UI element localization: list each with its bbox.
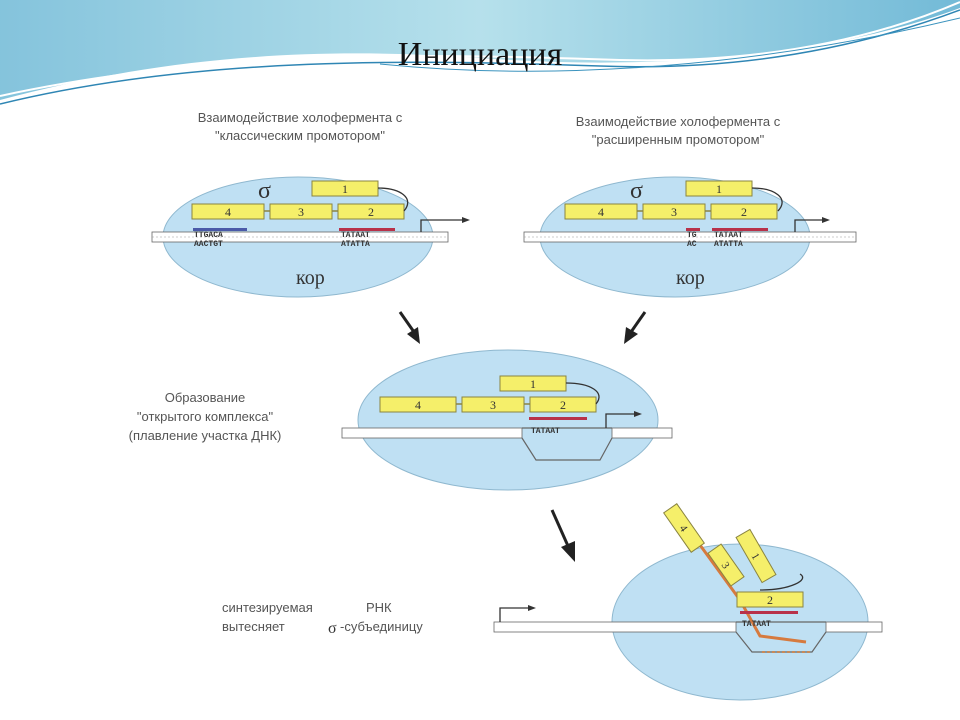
open-dna-melted [341,427,673,461]
extended-domain-3-label: 3 [671,205,677,219]
arrow-open-to-release [550,509,570,547]
open-caption-line2: "открытого комплекса" [137,409,274,424]
classic-minus10-bar [339,228,395,231]
release-domain-2-label: 2 [767,593,773,607]
classic-domain-3-label: 3 [298,205,304,219]
open-domain-2-label: 2 [560,398,566,412]
release-domain-4-label: 4 [677,523,690,535]
extended-ext-bottom: AC [687,240,697,249]
open-linker [565,382,600,405]
extended-linker [751,187,783,212]
release-sigma-symbol: σ [328,620,337,637]
panel-extended-promoter: Взаимодействие холофермента с "расширенн… [523,114,857,298]
release-caption-line1a: синтезируемая [222,600,313,615]
classic-minus35-top: TTGACA [194,231,223,240]
wave-line-1 [0,9,960,105]
panel-sigma-release: синтезируемая РНК вытесняет σ -субъедини… [222,503,883,701]
wave-band [0,0,960,100]
release-dna-melted [493,621,883,653]
arrow-classic-to-open [398,311,416,333]
extended-minus10-bar [712,228,768,231]
extended-domain-4-label: 4 [598,205,604,219]
classic-domain-1-label: 1 [342,182,348,196]
extended-domain-1-label: 1 [716,182,722,196]
release-domain-3: 3 [707,543,745,587]
release-start-arrow [499,607,528,622]
release-domain-1: 1 [735,528,777,584]
extended-caption-line1: Взаимодействие холофермента с [576,114,781,129]
release-caption-line1b: РНК [366,600,392,615]
extended-sigma-symbol: σ [630,178,643,204]
panel-open-complex: Образование "открытого комплекса" (плавл… [129,349,673,491]
arrow-extended-to-open [629,311,647,333]
classic-sigma-symbol: σ [258,178,271,204]
open-domain-3-label: 3 [490,398,496,412]
open-minus10-bar [529,417,587,420]
classic-minus35-bottom: AACTGT [194,240,223,249]
extended-ext-top: TG [687,231,697,240]
classic-minus35-bar [193,228,247,231]
classic-start-arrow [420,219,462,232]
slide-title: Инициация [397,36,563,73]
extended-caption-line2: "расширенным промотором" [592,132,765,147]
panel-classic-promoter: Взаимодействие холофермента с "классичес… [151,110,470,298]
extended-minus10-bottom: ATATTA [714,240,743,249]
extended-core-label: кор [676,267,705,289]
extended-start-arrow [794,219,822,232]
classic-domain-2-label: 2 [368,205,374,219]
release-domain-3-label: 3 [719,560,732,572]
open-minus10-seq: TATAAT [531,427,560,436]
extended-dna-duplex [523,231,857,243]
classic-caption-line1: Взаимодействие холофермента с [198,110,403,125]
classic-domain-4-label: 4 [225,205,231,219]
open-caption-line3: (плавление участка ДНК) [129,428,282,443]
classic-linker [377,187,409,212]
classic-core-label: кор [296,267,325,289]
wave-line-2 [0,1,960,97]
release-domain-1-label: 1 [749,551,762,562]
open-start-arrow [605,413,634,428]
open-holoenzyme-ellipse [357,349,659,491]
classic-caption-line2: "классическим промотором" [215,128,385,143]
flow-arrows [398,311,647,562]
release-minus10-seq: TATAAT [742,620,771,629]
open-caption-line1: Образование [165,390,246,405]
extended-domain-2-label: 2 [741,205,747,219]
classic-dna-duplex [151,231,449,243]
release-domain-2 [736,591,804,608]
extended-ext-bar [686,228,700,231]
release-caption-line2b: -субъединицу [340,619,423,634]
classic-minus10-bottom: ATATTA [341,240,370,249]
release-caption-line2a: вытесняет [222,619,285,634]
wave-line-3 [379,17,960,72]
release-domain-4: 4 [662,503,706,553]
rna-transcript [674,511,807,644]
classic-minus10-top: TATAAT [341,231,370,240]
open-domain-4-label: 4 [415,398,421,412]
open-domain-1-label: 1 [530,377,536,391]
release-minus10-bar [740,611,798,614]
extended-minus10-top: TATAAT [714,231,743,240]
